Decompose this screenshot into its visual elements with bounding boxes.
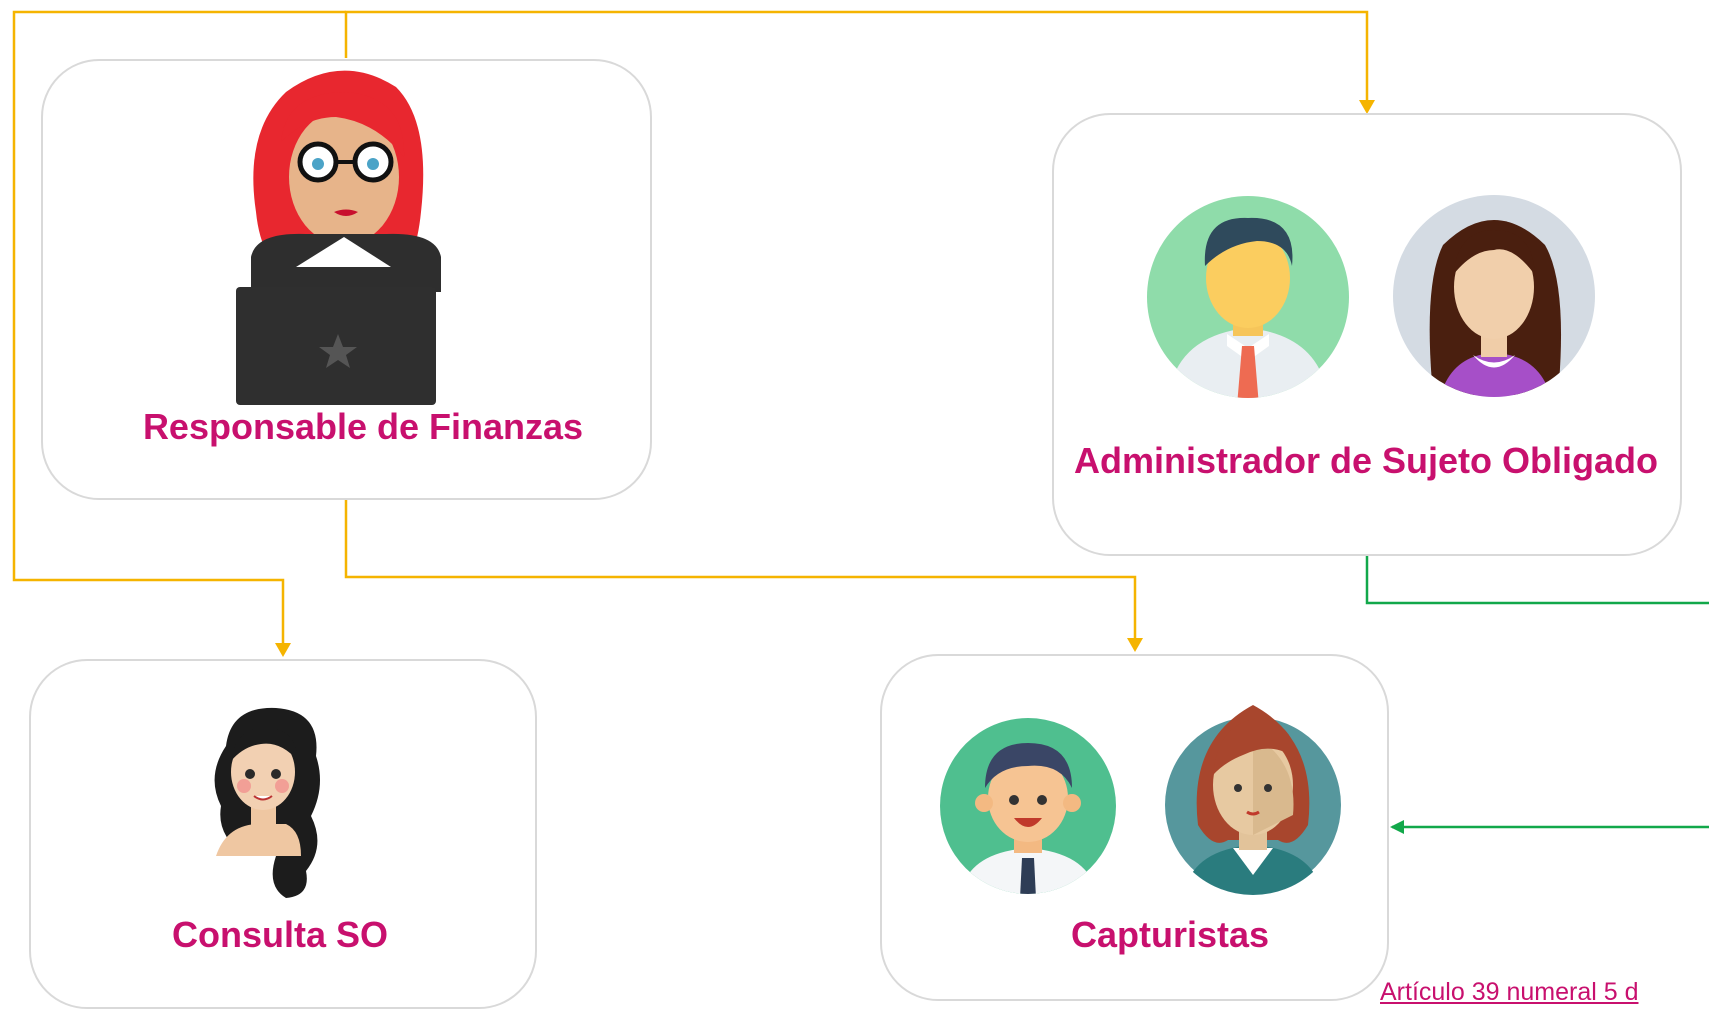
woman-redhead-icon — [1165, 705, 1341, 895]
woman-curly-hair-icon — [214, 707, 320, 898]
man-headset-icon — [940, 718, 1116, 894]
connector-finance-to-consulta — [12, 10, 346, 650]
woman-laptop-icon — [236, 70, 441, 405]
man-avatar-icon — [1147, 196, 1349, 398]
connector-finance-to-admin — [344, 10, 1369, 110]
role-label-capturistas: Capturistas — [1070, 914, 1270, 955]
connector-finance-to-capturistas — [344, 500, 1137, 645]
role-label-consulta: Consulta SO — [171, 914, 389, 955]
connector-admin-out — [1365, 556, 1709, 605]
role-label-finance: Responsable de Finanzas — [142, 406, 584, 447]
role-label-admin: Administrador de Sujeto Obligado — [1073, 440, 1659, 481]
footnote-article[interactable]: Artículo 39 numeral 5 d — [1380, 978, 1639, 1006]
woman-avatar-icon — [1393, 195, 1595, 397]
